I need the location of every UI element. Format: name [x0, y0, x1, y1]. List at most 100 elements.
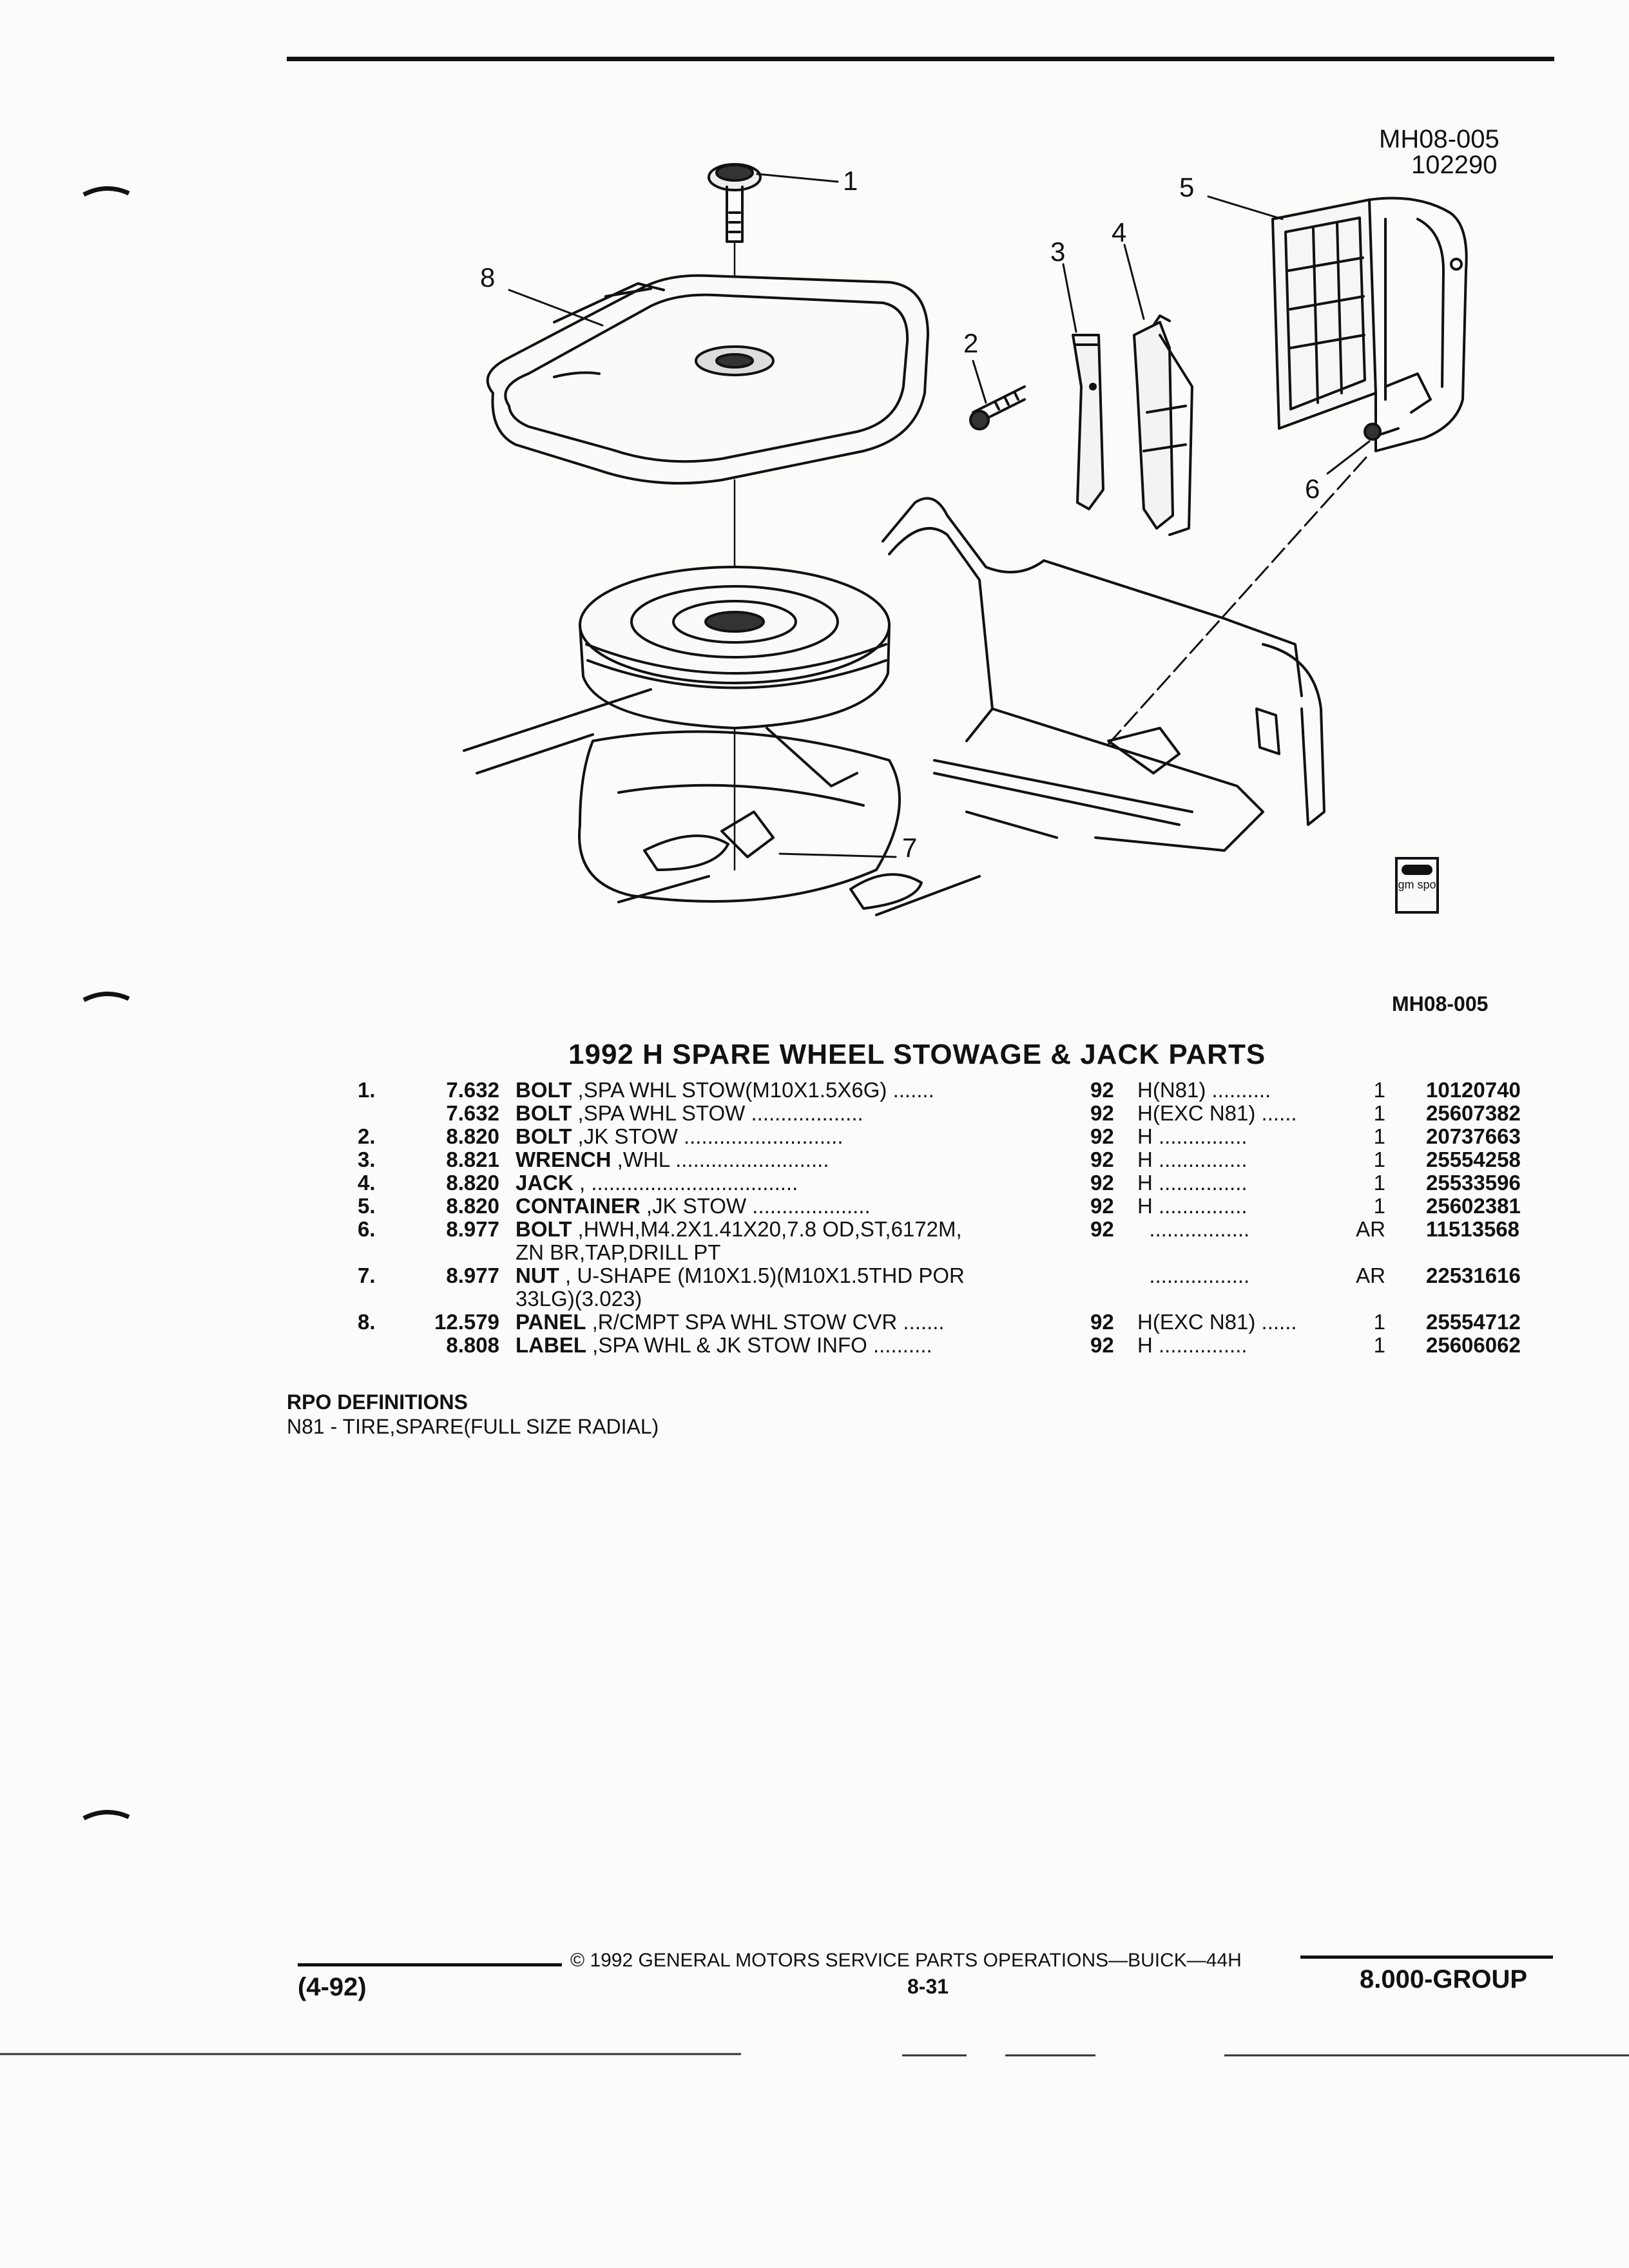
callout-6: 6: [1305, 474, 1320, 504]
quantity: 1: [1373, 1148, 1385, 1171]
group-number: 12.579: [434, 1310, 499, 1334]
logo-text: gm spo: [1398, 878, 1436, 891]
callout-leaders: [508, 173, 1371, 858]
parts-row-continuation: ZN BR,TAP,DRILL PT: [0, 1241, 1629, 1264]
item-number: 2.: [358, 1124, 376, 1148]
callout-7: 7: [902, 832, 918, 863]
callout-2: 2: [963, 328, 979, 358]
model-year: 92: [1090, 1194, 1114, 1218]
callout-1: 1: [843, 166, 858, 196]
quantity: 1: [1373, 1171, 1385, 1195]
spare-tire-drawing: [579, 566, 891, 871]
footer-page-number: 8-31: [907, 1975, 949, 1998]
footer-copyright: © 1992 GENERAL MOTORS SERVICE PARTS OPER…: [570, 1950, 1242, 1971]
item-number: 6.: [358, 1217, 376, 1241]
part-number: 25554258: [1426, 1148, 1521, 1171]
gm-spo-logo: gm spo: [1395, 857, 1439, 914]
parts-row: 6. 8.977 BOLT ,HWH,M4.2X1.41X20,7.8 OD,S…: [0, 1218, 1629, 1241]
part-number: 25607382: [1426, 1101, 1521, 1125]
part-number: 25602381: [1426, 1194, 1521, 1218]
description: PANEL ,R/CMPT SPA WHL STOW CVR .......: [516, 1310, 945, 1334]
parts-row-continuation: 33LG)(3.023): [0, 1287, 1629, 1311]
quantity: AR: [1356, 1264, 1385, 1287]
top-rule: [287, 57, 1554, 61]
item-number: 7.: [358, 1264, 376, 1287]
quantity: AR: [1356, 1217, 1385, 1241]
group-number: 8.821: [446, 1148, 499, 1171]
footer-rule-right: [1300, 1956, 1553, 1959]
description: JACK , .................................…: [516, 1171, 798, 1195]
quantity: 1: [1373, 1101, 1385, 1125]
footer-rule-left: [298, 1963, 562, 1966]
logo-bar: [1402, 865, 1432, 875]
parts-row: 7. 8.977 NUT , U-SHAPE (M10X1.5)(M10X1.5…: [0, 1264, 1629, 1287]
diagram-id: MH08-005: [1379, 125, 1499, 153]
part-number: 22531616: [1426, 1264, 1521, 1287]
group-number: 8.977: [446, 1217, 499, 1241]
scan-edge-line: [0, 2053, 1629, 2057]
parts-diagram: [463, 163, 1468, 916]
series: H(N81) ..........: [1137, 1078, 1271, 1102]
description: NUT , U-SHAPE (M10X1.5)(M10X1.5THD POR: [516, 1264, 965, 1287]
series: H ...............: [1137, 1171, 1248, 1195]
part-number: 20737663: [1426, 1124, 1521, 1148]
parts-row: 7.632 BOLT ,SPA WHL STOW ...............…: [0, 1102, 1629, 1125]
rpo-definition: N81 - TIRE,SPARE(FULL SIZE RADIAL): [287, 1415, 659, 1438]
description: BOLT ,SPA WHL STOW(M10X1.5X6G) .......: [516, 1078, 934, 1102]
jack-stow-bolt-drawing: [969, 385, 1026, 430]
series: H ...............: [1137, 1194, 1248, 1218]
stow-cover-panel-drawing: [486, 274, 929, 646]
margin-mark-1: [82, 186, 130, 197]
part-number: 25533596: [1426, 1171, 1521, 1195]
series: H ...............: [1137, 1333, 1248, 1357]
callout-8: 8: [480, 262, 496, 293]
part-number: 25554712: [1426, 1310, 1521, 1334]
series: H ...............: [1137, 1124, 1248, 1148]
item-number: 8.: [358, 1310, 376, 1334]
item-number: 4.: [358, 1171, 376, 1195]
group-number: 7.632: [446, 1101, 499, 1125]
series: .................: [1137, 1217, 1250, 1241]
callout-3: 3: [1050, 236, 1066, 267]
model-year: 92: [1090, 1171, 1114, 1195]
callout-4: 4: [1112, 217, 1127, 247]
callout-5: 5: [1179, 172, 1195, 202]
model-year: 92: [1090, 1078, 1114, 1102]
jack-drawing: [1133, 314, 1193, 536]
series: .................: [1137, 1264, 1250, 1287]
page-title: 1992 H SPARE WHEEL STOWAGE & JACK PARTS: [568, 1039, 1266, 1070]
group-number: 8.820: [446, 1171, 499, 1195]
description: CONTAINER ,JK STOW ....................: [516, 1194, 871, 1218]
group-number: 8.977: [446, 1264, 499, 1287]
description: LABEL ,SPA WHL & JK STOW INFO ..........: [516, 1333, 932, 1357]
quantity: 1: [1373, 1194, 1385, 1218]
parts-row: 8. 12.579 PANEL ,R/CMPT SPA WHL STOW CVR…: [0, 1311, 1629, 1334]
quantity: 1: [1373, 1078, 1385, 1102]
series: H(EXC N81) ......: [1137, 1310, 1297, 1334]
margin-mark-3: [82, 1809, 130, 1821]
parts-row: 8.808 LABEL ,SPA WHL & JK STOW INFO ....…: [0, 1334, 1629, 1357]
item-number: 1.: [358, 1078, 376, 1102]
description: BOLT ,JK STOW ..........................…: [516, 1124, 843, 1148]
parts-row: 3. 8.821 WRENCH ,WHL ...................…: [0, 1148, 1629, 1171]
parts-row: 2. 8.820 BOLT ,JK STOW .................…: [0, 1125, 1629, 1148]
description: BOLT ,HWH,M4.2X1.41X20,7.8 OD,ST,6172M,: [516, 1217, 962, 1241]
model-year: 92: [1090, 1310, 1114, 1334]
parts-row: 1. 7.632 BOLT ,SPA WHL STOW(M10X1.5X6G) …: [0, 1079, 1629, 1102]
group-number: 8.820: [446, 1194, 499, 1218]
model-year: 92: [1090, 1101, 1114, 1125]
model-year: 92: [1090, 1124, 1114, 1148]
group-number: 8.820: [446, 1124, 499, 1148]
trunk-floor-drawing: [463, 497, 1325, 916]
description-continued: 33LG)(3.023): [516, 1287, 642, 1311]
jack-container-drawing: [1271, 197, 1468, 452]
diagram-ref: MH08-005: [1392, 992, 1489, 1015]
parts-row: 4. 8.820 JACK , ........................…: [0, 1171, 1629, 1195]
part-number: 11513568: [1426, 1217, 1520, 1241]
series: H(EXC N81) ......: [1137, 1101, 1297, 1125]
wheel-wrench-drawing: [1072, 334, 1104, 510]
series: H ...............: [1137, 1148, 1248, 1171]
description-continued: ZN BR,TAP,DRILL PT: [516, 1240, 721, 1264]
rpo-heading: RPO DEFINITIONS: [287, 1390, 468, 1414]
part-number: 25606062: [1426, 1333, 1521, 1357]
